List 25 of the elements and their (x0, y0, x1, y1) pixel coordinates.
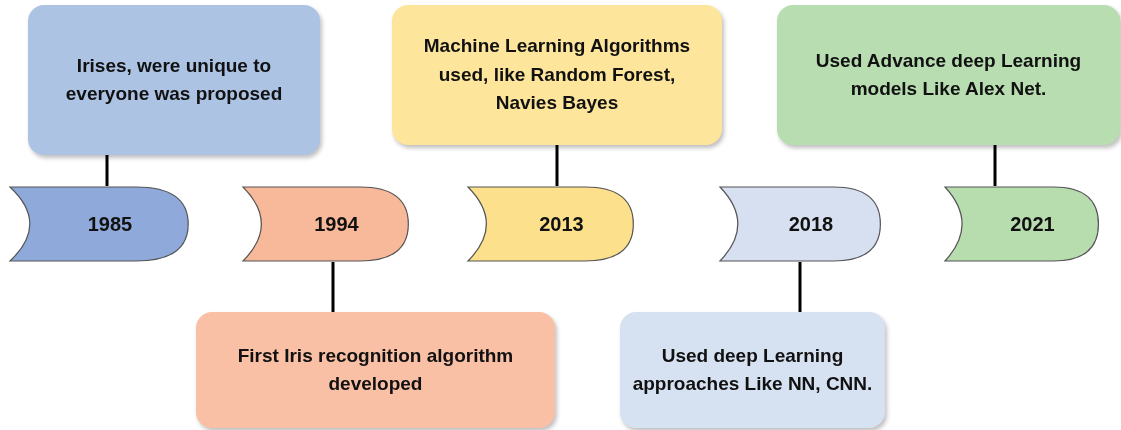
event-description: Used Advance deep Learning models Like Alex Net. (814, 48, 1083, 101)
year-label: 1985 (86, 212, 133, 236)
event-box (777, 5, 1120, 145)
year-label: 1994 (313, 212, 359, 236)
event-box (620, 312, 885, 428)
year-label: 2013 (538, 212, 584, 236)
year-tab (945, 186, 1100, 262)
year-tab (720, 186, 882, 262)
event-box (392, 5, 722, 145)
year-tab (468, 186, 635, 262)
connector-line (555, 145, 559, 186)
event-description: Machine Learning Algorithms used, like Random Forest, Navies Bayes (422, 34, 692, 116)
year-tab (10, 186, 190, 262)
year-label: 2018 (787, 212, 834, 236)
event-description: Irises, were unique to everyone was proposed (64, 53, 284, 106)
event-description: Used deep Learning approaches Like NN, CNN. (631, 343, 874, 396)
connector-line (993, 145, 997, 186)
connector-line (331, 262, 335, 312)
connector-line (798, 262, 802, 312)
connector-line (105, 155, 109, 186)
event-box (196, 312, 555, 428)
year-label: 2021 (1009, 212, 1055, 236)
event-box (28, 5, 320, 155)
event-description: First Iris recognition algorithm developed (236, 343, 515, 396)
year-tab (243, 186, 410, 262)
